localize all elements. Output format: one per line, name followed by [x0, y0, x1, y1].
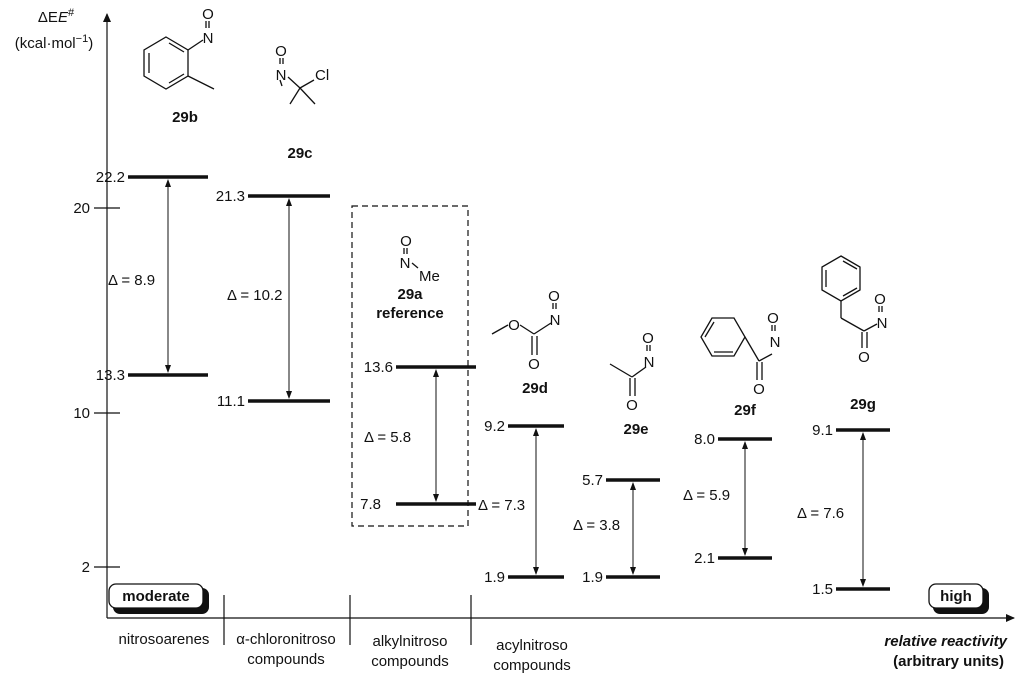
category-label: compounds — [371, 653, 449, 670]
atom-N-29b: N — [203, 30, 214, 47]
high-badge: high — [928, 583, 989, 614]
structure-29b — [143, 21, 215, 90]
atom-N-29e: N — [644, 354, 655, 371]
category-label: compounds — [493, 657, 571, 674]
atom-O-29f: O — [767, 310, 779, 327]
y-tick-label: 10 — [73, 405, 90, 422]
structure-29a — [403, 248, 419, 269]
structure-29f — [700, 317, 776, 380]
upper-value-29a: 13.6 — [364, 359, 393, 376]
level-pair-29g: 9.1 1.5 Δ = 7.6 — [797, 422, 890, 598]
atom-O-carbonyl-29f: O — [753, 381, 765, 398]
atom-O-carbonyl-29d: O — [528, 356, 540, 373]
atom-O-29a: O — [400, 233, 412, 250]
compound-label-29d: 29d — [522, 380, 548, 397]
atom-N-29f: N — [770, 334, 781, 351]
structure-29g — [821, 255, 883, 348]
moderate-badge: moderate — [108, 583, 209, 614]
category-labels: nitrosoarenes α-chloronitroso compounds alk… — [119, 631, 571, 674]
compound-label-29c: 29c — [287, 145, 312, 162]
x-axis-sublabel: (arbitrary units) — [893, 653, 1004, 670]
delta-label-29a: Δ = 5.8 — [364, 429, 411, 446]
level-pair-29d: 9.2 1.9 Δ = 7.3 — [478, 418, 564, 586]
compound-label-29e: 29e — [623, 421, 648, 438]
category-label: compounds — [247, 651, 325, 668]
structure-29e — [609, 345, 651, 396]
atom-O-29d: O — [548, 288, 560, 305]
lower-value-29g: 1.5 — [812, 581, 833, 598]
structure-29c — [279, 58, 316, 105]
atom-N-29a: N — [400, 255, 411, 272]
atom-O-carbonyl-29e: O — [626, 397, 638, 414]
y-axis-label: ΔEE# — [38, 7, 75, 26]
category-label: acylnitroso — [496, 637, 568, 654]
category-label: α-chloronitroso — [236, 631, 336, 648]
y-axis-label-E: E — [58, 9, 69, 26]
lower-value-29d: 1.9 — [484, 569, 505, 586]
structure-29d — [491, 303, 557, 355]
moderate-label: moderate — [122, 588, 190, 605]
atom-N-29d: N — [550, 312, 561, 329]
lower-value-29f: 2.1 — [694, 550, 715, 567]
atom-O-29g: O — [874, 291, 886, 308]
upper-value-29d: 9.2 — [484, 418, 505, 435]
x-axis-label: relative reactivity — [884, 633, 1007, 650]
atom-O-29c: O — [275, 43, 287, 60]
delta-label-29e: Δ = 3.8 — [573, 517, 620, 534]
atom-O-ester-29d: O — [508, 317, 520, 334]
atom-O-29e: O — [642, 330, 654, 347]
level-pair-29f: 8.0 2.1 Δ = 5.9 — [683, 431, 772, 567]
atom-N-29g: N — [877, 315, 888, 332]
level-pair-29c: 21.3 11.1 Δ = 10.2 — [216, 188, 330, 410]
delta-label-29f: Δ = 5.9 — [683, 487, 730, 504]
y-tick-label: 2 — [82, 559, 90, 576]
y-axis-units: (kcal·mol−1) — [15, 33, 93, 52]
lower-value-29c: 11.1 — [217, 393, 245, 410]
upper-value-29c: 21.3 — [216, 188, 245, 205]
delta-label-29c: Δ = 10.2 — [227, 287, 282, 304]
reference-box — [351, 205, 469, 527]
atom-N-29c: N — [276, 67, 287, 84]
lower-value-29a: 7.8 — [360, 496, 381, 513]
delta-label-29b: Δ = 8.9 — [108, 272, 155, 289]
compound-label-29g: 29g — [850, 396, 876, 413]
high-label: high — [940, 588, 972, 605]
level-pair-29b: 22.2 13.3 Δ = 8.9 — [96, 169, 208, 384]
reference-label: reference — [376, 305, 444, 322]
category-label: alkylnitroso — [372, 633, 447, 650]
upper-value-29f: 8.0 — [694, 431, 715, 448]
lower-value-29b: 13.3 — [96, 367, 125, 384]
atom-O-29b: O — [202, 6, 214, 23]
category-label: nitrosoarenes — [119, 631, 210, 648]
compound-label-29a: 29a — [397, 286, 423, 303]
upper-value-29g: 9.1 — [812, 422, 833, 439]
lower-value-29e: 1.9 — [582, 569, 603, 586]
energy-levels: 22.2 13.3 Δ = 8.9 21.3 11.1 Δ = 10.2 13.6 7.8 Δ … — [96, 169, 890, 598]
upper-value-29e: 5.7 — [582, 472, 603, 489]
compound-label-29f: 29f — [734, 402, 757, 419]
y-tick-label: 20 — [73, 200, 90, 217]
atom-Me-29a: Me — [419, 268, 440, 285]
level-pair-29a: 13.6 7.8 Δ = 5.8 — [360, 359, 476, 513]
y-ticks: 20 10 2 — [73, 200, 120, 576]
delta-label-29g: Δ = 7.6 — [797, 505, 844, 522]
upper-value-29b: 22.2 — [96, 169, 125, 186]
delta-label-29d: Δ = 7.3 — [478, 497, 525, 514]
atom-Cl-29c: Cl — [315, 67, 329, 84]
category-dividers — [223, 595, 472, 645]
atom-O-carbonyl-29g: O — [858, 349, 870, 366]
compound-label-29b: 29b — [172, 109, 198, 126]
level-pair-29e: 5.7 1.9 Δ = 3.8 — [573, 472, 660, 586]
